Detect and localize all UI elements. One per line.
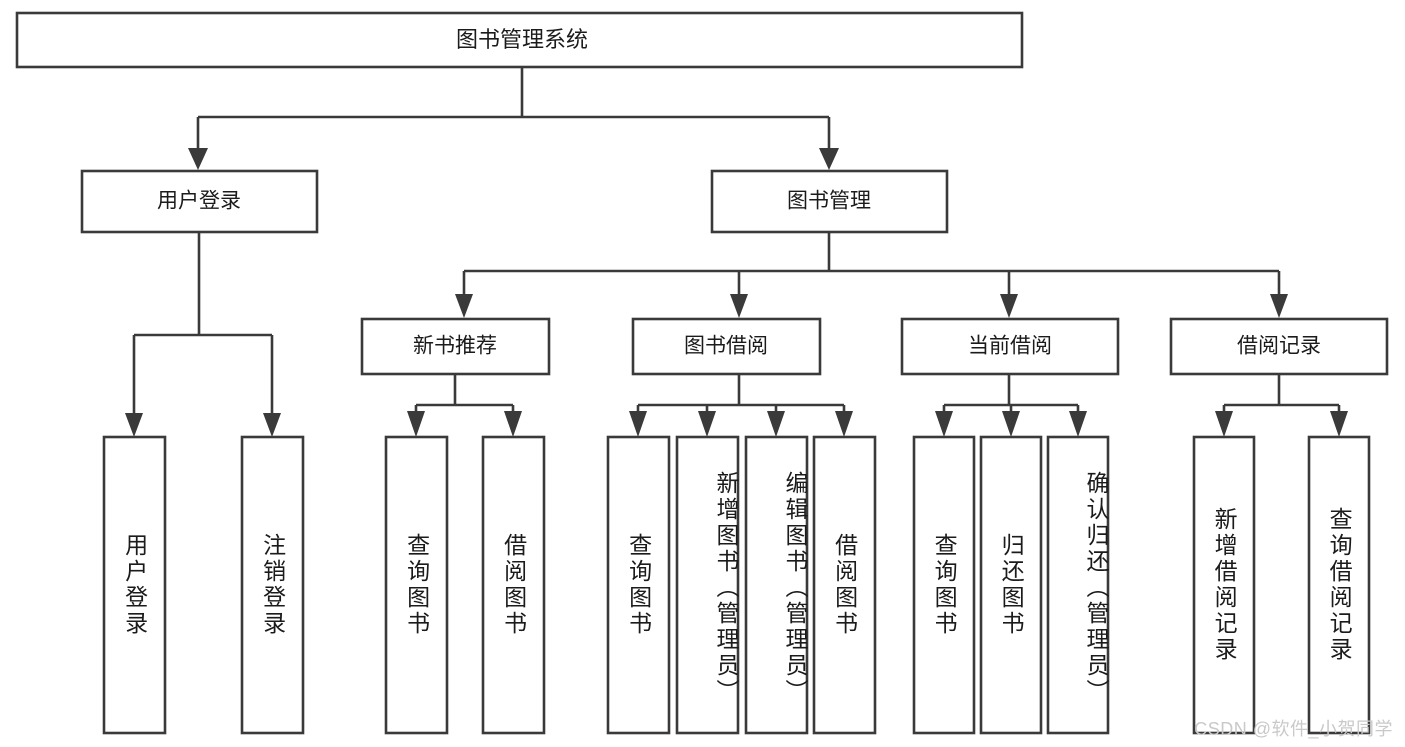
leaf-box-borrow-book-1[interactable] [481,435,546,735]
arrow-icon-cb1 [935,411,953,437]
arrow-icon-leaf-user-login [125,413,143,437]
arrow-icon-cb2 [1002,411,1020,437]
leaf-box-query-book-2[interactable] [606,435,671,735]
arrow-icon-nb1 [407,411,425,437]
leaf-box-user-login[interactable] [102,435,167,735]
node-new-book-recommend-label: 新书推荐 [413,335,497,358]
leaf-box-borrow-book-2[interactable] [812,435,877,735]
connector-userlogin-to-leaves [125,232,281,437]
connector-root-to-level2 [188,67,839,170]
leaf-box-confirm-return[interactable] [1046,435,1110,735]
node-borrow-record[interactable]: 借阅记录 [1169,317,1389,376]
node-user-login-label: 用户登录 [157,190,241,213]
arrow-icon-br1 [1215,411,1233,437]
node-borrow-record-box[interactable] [1169,317,1389,376]
node-book-management[interactable]: 图书管理 [710,169,949,234]
arrow-icon-bb4 [835,411,853,437]
node-current-borrow[interactable]: 当前借阅 [900,317,1120,376]
leaf-box-edit-book[interactable] [744,435,809,735]
node-new-book-recommend[interactable]: 新书推荐 [360,317,551,376]
connector-bookborrow-to-leaves [629,374,853,437]
node-root[interactable]: 图书管理系统 [15,11,1024,69]
arrow-icon-bookborrow [730,294,748,318]
arrow-icon-bb2 [698,411,716,437]
leaf-box-add-book[interactable] [675,435,740,735]
arrow-icon-bb1 [629,411,647,437]
leaf-box-query-book-3[interactable] [912,435,976,735]
arrow-icon-currentborrow [1000,294,1018,318]
node-new-book-recommend-box[interactable] [360,317,551,376]
node-user-login[interactable]: 用户登录 [80,169,319,234]
leaf-box-query-record[interactable] [1307,435,1371,735]
node-borrow-record-label: 借阅记录 [1237,335,1321,358]
node-book-borrow-label: 图书借阅 [684,335,768,358]
leaf-box-query-book-1[interactable] [384,435,449,735]
node-current-borrow-box[interactable] [900,317,1120,376]
arrow-icon-bb3 [767,411,785,437]
arrow-icon-br2 [1330,411,1348,437]
arrow-icon-user-login [188,148,208,170]
arrow-icon-leaf-logout [263,413,281,437]
arrow-icon-cb3 [1069,411,1087,437]
node-user-login-box[interactable] [80,169,319,234]
csdn-watermark: CSDN @软件_小贺同学 [1194,719,1393,739]
arrow-icon-newbook [455,294,473,318]
arrow-icon-nb2 [504,411,522,437]
node-root-box[interactable] [15,11,1024,69]
node-book-management-box[interactable] [710,169,949,234]
node-book-management-label: 图书管理 [787,190,871,213]
arrow-icon-borrowrecord [1270,294,1288,318]
leaf-box-return-book[interactable] [979,435,1043,735]
node-book-borrow[interactable]: 图书借阅 [631,317,822,376]
arrow-icon-book-management [819,148,839,170]
connector-bookmgmt-to-level3 [455,232,1288,318]
node-current-borrow-label: 当前借阅 [968,335,1052,358]
node-root-label: 图书管理系统 [456,27,588,52]
connector-borrowrecord-to-leaves [1215,374,1348,437]
leaf-box-logout-login[interactable] [240,435,305,735]
connector-currentborrow-to-leaves [935,374,1087,437]
connector-newbook-to-leaves [407,374,522,437]
leaf-box-add-record[interactable] [1192,435,1256,735]
leaf-boxes [102,435,1371,735]
node-book-borrow-box[interactable] [631,317,822,376]
